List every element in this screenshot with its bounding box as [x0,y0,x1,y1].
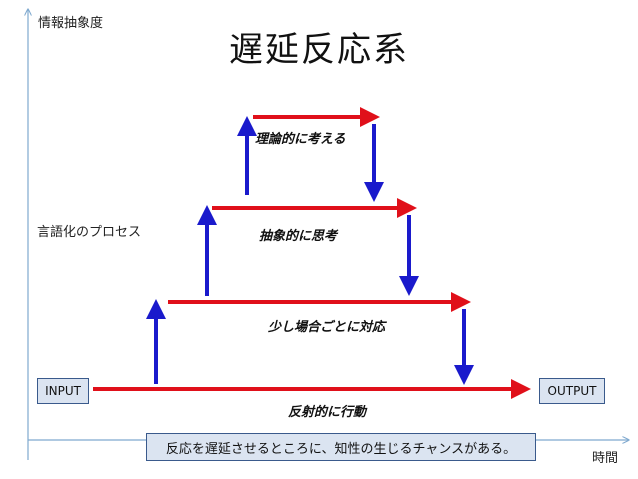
page-title: 遅延反応系 [229,30,409,70]
step-label-reflex: 反射的に行動 [288,405,367,420]
step-label-theory: 理論的に考える [255,132,346,147]
note-box: 反応を遅延させるところに、知性の生じるチャンスがある。 [146,433,536,461]
step-label-case: 少し場合ごとに対応 [268,320,386,335]
step-label-abstract: 抽象的に思考 [259,229,338,244]
input-box: INPUT [37,378,89,404]
verbalization-label: 言語化のプロセス [37,225,142,240]
output-box: OUTPUT [539,378,605,404]
x-axis-label: 時間 [592,451,619,466]
y-axis-label: 情報抽象度 [38,16,104,31]
